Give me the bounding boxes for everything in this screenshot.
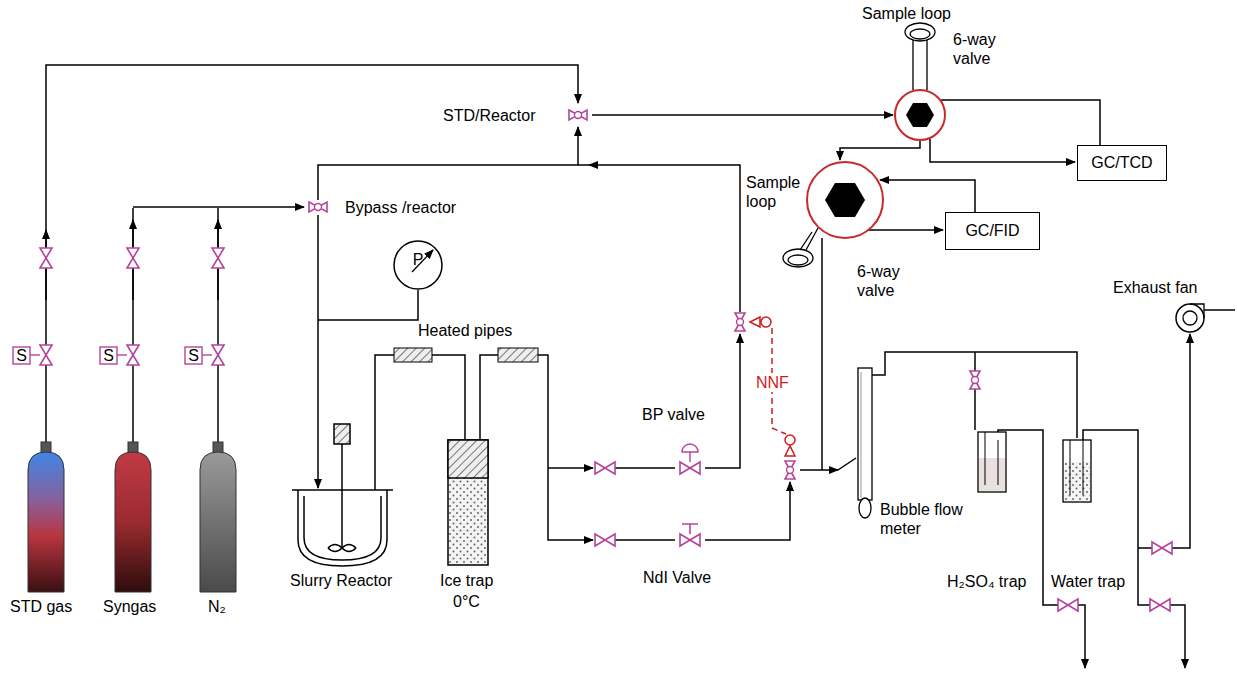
detector-box: GC/FID — [945, 212, 1040, 250]
label: Syngas — [103, 597, 156, 616]
label: 0°C — [453, 592, 480, 611]
label: 6-way valve — [953, 30, 1003, 68]
label: Bypass /reactor — [345, 198, 456, 217]
label: Ice trap — [440, 571, 493, 590]
label: Exhaust fan — [1113, 278, 1198, 297]
detector-box: GC/TCD — [1077, 145, 1167, 181]
label: Bubble flow meter — [880, 500, 972, 538]
label: Water trap — [1051, 572, 1125, 591]
detector-label: GC/TCD — [1091, 154, 1152, 172]
label: S — [103, 346, 114, 365]
label: Slurry Reactor — [290, 571, 392, 590]
label: 6-way valve — [857, 262, 907, 300]
label: S — [188, 346, 199, 365]
label: STD gas — [10, 597, 72, 616]
label: STD/Reactor — [443, 106, 535, 125]
label: N₂ — [208, 597, 226, 616]
label: NNF — [754, 373, 791, 392]
label: Sample loop — [746, 173, 804, 211]
label: BP valve — [642, 405, 705, 424]
label: NdI Valve — [643, 568, 711, 587]
label: Sample loop — [862, 4, 951, 23]
label: H₂SO₄ trap — [947, 572, 1026, 591]
label: Heated pipes — [418, 321, 512, 340]
detector-label: GC/FID — [965, 222, 1019, 240]
label: P — [413, 250, 424, 269]
label: S — [16, 346, 27, 365]
